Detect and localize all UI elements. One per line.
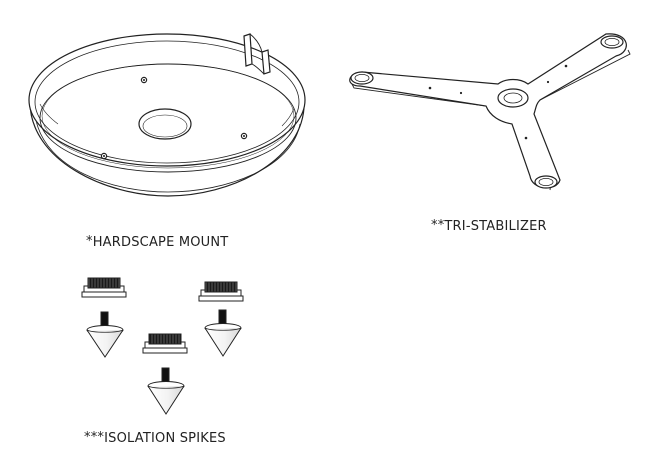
tri-stabilizer-label: **TRI-STABILIZER: [431, 218, 547, 234]
spike-cap-3: [142, 333, 188, 354]
spike-cone-2: [204, 309, 242, 357]
spike-cone-3: [147, 367, 185, 415]
hardscape-mount-illustration: [28, 33, 306, 197]
tri-stabilizer-illustration: [349, 33, 631, 191]
hardscape-mount-marker: *: [86, 234, 93, 249]
isolation-spikes-text: ISOLATION SPIKES: [104, 431, 226, 446]
spike-cone-1: [86, 311, 124, 358]
isolation-spikes-marker: ***: [84, 430, 105, 445]
hardscape-mount-text: HARDSCAPE MOUNT: [92, 235, 229, 250]
spike-cap-1: [81, 277, 127, 298]
spike-cap-2: [198, 281, 244, 302]
isolation-spikes-label: ***ISOLATION SPIKES: [84, 430, 226, 446]
hardscape-mount-label: *HARDSCAPE MOUNT: [86, 234, 228, 250]
tri-stabilizer-text: TRI-STABILIZER: [444, 219, 547, 234]
tri-stabilizer-marker: **: [431, 218, 445, 233]
